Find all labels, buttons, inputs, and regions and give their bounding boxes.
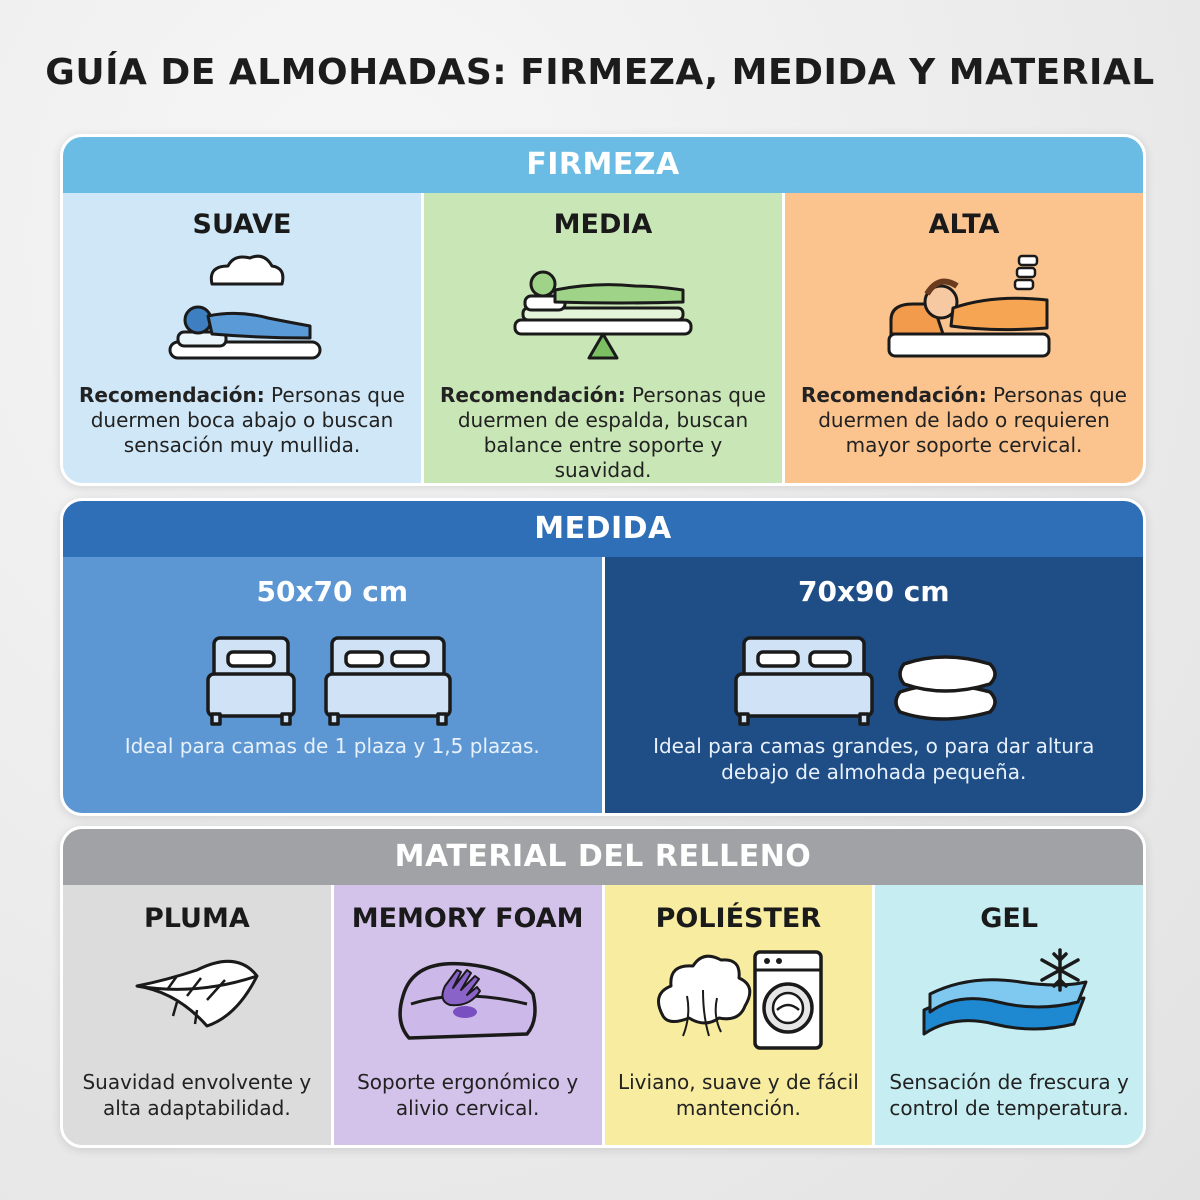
firmeza-card-suave: SUAVE Recomendación: Personas que duerme…: [63, 193, 421, 483]
firmeza-recommendation: Recomendación: Personas que duermen de e…: [440, 383, 766, 482]
firmeza-recommendation: Recomendación: Personas que duermen de l…: [801, 383, 1127, 457]
feather-icon: [135, 959, 259, 1028]
medida-description: Ideal para camas grandes, o para dar alt…: [653, 734, 1095, 784]
material-section: MATERIAL DEL RELLENO PLUMA Suavidad envo…: [60, 826, 1146, 1148]
page-title: GUÍA DE ALMOHADAS: FIRMEZA, MEDIDA Y MAT…: [45, 52, 1155, 93]
card-title: GEL: [980, 903, 1039, 934]
material-description: Suavidad envolvente y alta adaptabilidad…: [82, 1070, 312, 1120]
medida-section: MEDIDA 50x70 cm Ideal para: [60, 498, 1146, 816]
large-bed-stacked-pillows-icon: [734, 636, 997, 726]
material-card-memory-foam: MEMORY FOAM Soporte ergonómico y alivio …: [330, 885, 602, 1145]
medida-card-70x90: 70x90 cm Ideal para camas grandes, o par…: [601, 557, 1143, 813]
card-title: MEMORY FOAM: [351, 903, 584, 934]
card-title: 50x70 cm: [256, 575, 408, 608]
memory-foam-pillow-hand-icon: [397, 961, 537, 1040]
card-title: ALTA: [928, 209, 1000, 240]
card-title: POLIÉSTER: [655, 903, 822, 934]
material-card-pluma: PLUMA Suavidad envolvente y alta adaptab…: [63, 885, 331, 1145]
medida-description: Ideal para camas de 1 plaza y 1,5 plazas…: [124, 734, 540, 758]
firmeza-header: FIRMEZA: [63, 137, 1143, 193]
material-header: MATERIAL DEL RELLENO: [63, 829, 1143, 885]
material-description: Soporte ergonómico y alivio cervical.: [357, 1070, 579, 1120]
material-card-poliester: POLIÉSTER Liviano, suave y de fácil mant…: [601, 885, 873, 1145]
person-sleeping-side-cervical-icon: [887, 254, 1051, 358]
card-title: 70x90 cm: [797, 575, 950, 608]
person-sleeping-face-down-icon: [168, 254, 322, 360]
material-description: Liviano, suave y de fácil mantención.: [617, 1070, 859, 1120]
material-description: Sensación de frescura y control de tempe…: [889, 1070, 1129, 1120]
single-beds-icon: [206, 636, 452, 726]
card-title: PLUMA: [144, 903, 250, 934]
card-title: SUAVE: [192, 209, 292, 240]
firmeza-card-alta: ALTA Recomendación: Personas que duermen…: [782, 193, 1143, 483]
fiber-washing-machine-icon: [657, 950, 824, 1050]
material-card-gel: GEL Sensación de frescura y control de t…: [872, 885, 1143, 1145]
card-title: MEDIA: [553, 209, 653, 240]
medida-card-50x70: 50x70 cm Ideal para camas de 1 plaza y 1…: [63, 557, 602, 813]
firmeza-section: FIRMEZA SUAVE Recomendación: Personas qu…: [60, 134, 1146, 486]
firmeza-card-media: MEDIA Recomendación: Personas que duerme…: [421, 193, 782, 483]
gel-layers-snowflake-icon: [922, 948, 1088, 1036]
person-sleeping-back-balance-icon: [513, 270, 693, 360]
firmeza-recommendation: Recomendación: Personas que duermen boca…: [79, 383, 405, 457]
medida-header: MEDIDA: [63, 501, 1143, 557]
